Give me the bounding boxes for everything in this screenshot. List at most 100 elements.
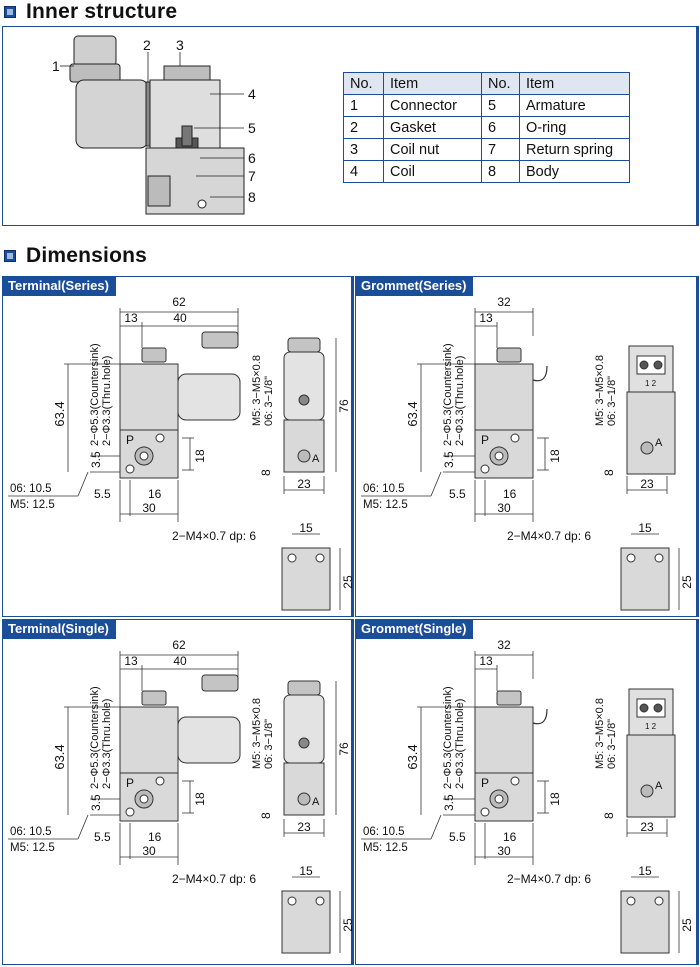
side-screw — [298, 737, 310, 749]
mount-hole-a — [626, 553, 636, 563]
dim-height: 63.4 — [405, 401, 420, 426]
dim-pitch: 18 — [193, 449, 207, 463]
dim-offset: 13 — [479, 311, 493, 325]
dim-bore: 16 — [503, 487, 517, 501]
side-port-06: 06: 3−1/8" — [263, 719, 275, 769]
side-port-06: 06: 3−1/8" — [263, 376, 275, 426]
dim-5-5: 5.5 — [449, 830, 466, 844]
mount-hole-left — [480, 464, 490, 474]
mount-hole-right — [155, 433, 165, 443]
table-cell: Armature — [519, 94, 630, 117]
header-item-2: Item — [519, 72, 630, 95]
table-cell: Gasket — [383, 116, 482, 139]
port-a-label: A — [655, 437, 663, 449]
side-port-m5: M5: 3−M5×0.8 — [594, 355, 606, 426]
inner-structure-title: Inner structure — [26, 0, 178, 23]
mount-hole-a — [287, 896, 297, 906]
dim-mount-25: 25 — [341, 918, 355, 932]
countersink-label: 2−Φ5.3(Countersink) — [89, 686, 101, 789]
callout-1: 1 — [52, 58, 60, 74]
table-cell: Return spring — [519, 138, 630, 161]
callout-3: 3 — [176, 37, 184, 53]
inner-structure-drawing: 1 2 3 4 5 6 7 8 — [52, 35, 256, 215]
side-port-m5: M5: 3−M5×0.8 — [251, 698, 263, 769]
side-connector-cap — [287, 680, 321, 696]
panel-title-terminal-series: Terminal(Series) — [2, 276, 116, 296]
panel-frame-terminal-single — [2, 619, 354, 965]
port-a-label: A — [655, 780, 663, 792]
grommet-lead — [532, 365, 548, 382]
connector-body — [177, 373, 241, 421]
dim-pitch: 18 — [193, 792, 207, 806]
dim-width: 62 — [172, 638, 186, 652]
dim-mount-25: 25 — [680, 575, 694, 589]
pin-2 — [653, 703, 663, 713]
dim-side-height: 76 — [337, 399, 351, 413]
mount-hole-a — [626, 896, 636, 906]
panel-title-grommet-series: Grommet(Series) — [355, 276, 474, 296]
port-p-bore — [139, 451, 149, 461]
pin-2 — [653, 360, 663, 370]
dim-bore: 16 — [148, 830, 162, 844]
side-plug — [628, 345, 674, 393]
panel-frame-grommet-single — [355, 619, 699, 965]
dim-3-5: 3.5 — [442, 451, 456, 468]
dim-bore: 16 — [148, 487, 162, 501]
mount-label: 2−M4×0.7 dp: 6 — [507, 529, 591, 543]
callout-2: 2 — [143, 37, 151, 53]
header-no-1: No. — [343, 72, 384, 95]
dim-pitch: 18 — [548, 449, 562, 463]
mount-hole-b — [654, 553, 664, 563]
dim-3-5: 3.5 — [89, 451, 103, 468]
inner-structure-heading: Inner structure — [4, 0, 177, 24]
side-body — [626, 734, 676, 818]
port-a-label: A — [312, 796, 320, 808]
section-square-icon — [4, 6, 16, 18]
dim-offset: 13 — [124, 311, 138, 325]
note-m5: M5: 12.5 — [10, 499, 55, 511]
thru-hole-label: 2−Φ3.3(Thru.hole) — [454, 699, 466, 789]
note-m5: M5: 12.5 — [363, 499, 408, 511]
dim-side-23: 23 — [297, 820, 311, 834]
parts-table: No. Item No. Item 1 Connector 5 Armature… — [343, 72, 630, 183]
dim-side-23: 23 — [640, 820, 654, 834]
side-port-a — [297, 449, 311, 463]
dim-mount-15: 15 — [299, 864, 313, 878]
callout-4: 4 — [248, 86, 256, 102]
callout-5: 5 — [248, 120, 256, 136]
countersink-label: 2−Φ5.3(Countersink) — [442, 686, 454, 789]
dim-height: 63.4 — [52, 744, 67, 769]
side-body — [283, 762, 325, 816]
dim-side-8: 8 — [259, 469, 273, 476]
port-p-label: P — [126, 433, 134, 447]
port-p-bore — [494, 451, 504, 461]
mount-hole-right — [510, 776, 520, 786]
dim-5-5: 5.5 — [94, 487, 111, 501]
dim-bottom: 30 — [497, 501, 511, 515]
dim-coil: 40 — [173, 311, 187, 325]
thru-hole-label: 2−Φ3.3(Thru.hole) — [101, 699, 113, 789]
dimensions-heading: Dimensions — [4, 244, 147, 268]
pin-label: 1 2 — [645, 379, 657, 388]
mount-hole-b — [654, 896, 664, 906]
dim-bore: 16 — [503, 830, 517, 844]
dim-3-5: 3.5 — [442, 794, 456, 811]
table-cell: Connector — [383, 94, 482, 117]
dim-side-8: 8 — [259, 812, 273, 819]
dim-mount-15: 15 — [638, 864, 652, 878]
note-06: 06: 10.5 — [10, 483, 52, 495]
panel-title-terminal-single: Terminal(Single) — [2, 619, 116, 639]
table-cell: 4 — [343, 160, 384, 183]
dim-5-5: 5.5 — [94, 830, 111, 844]
dim-width: 32 — [497, 295, 511, 309]
mount-hole-a — [287, 553, 297, 563]
dimension-line — [430, 471, 442, 497]
coil-nut — [496, 347, 522, 363]
thru-hole-label: 2−Φ3.3(Thru.hole) — [454, 356, 466, 446]
countersink-label: 2−Φ5.3(Countersink) — [442, 343, 454, 446]
side-body — [626, 391, 676, 475]
header-item-1: Item — [383, 72, 482, 95]
